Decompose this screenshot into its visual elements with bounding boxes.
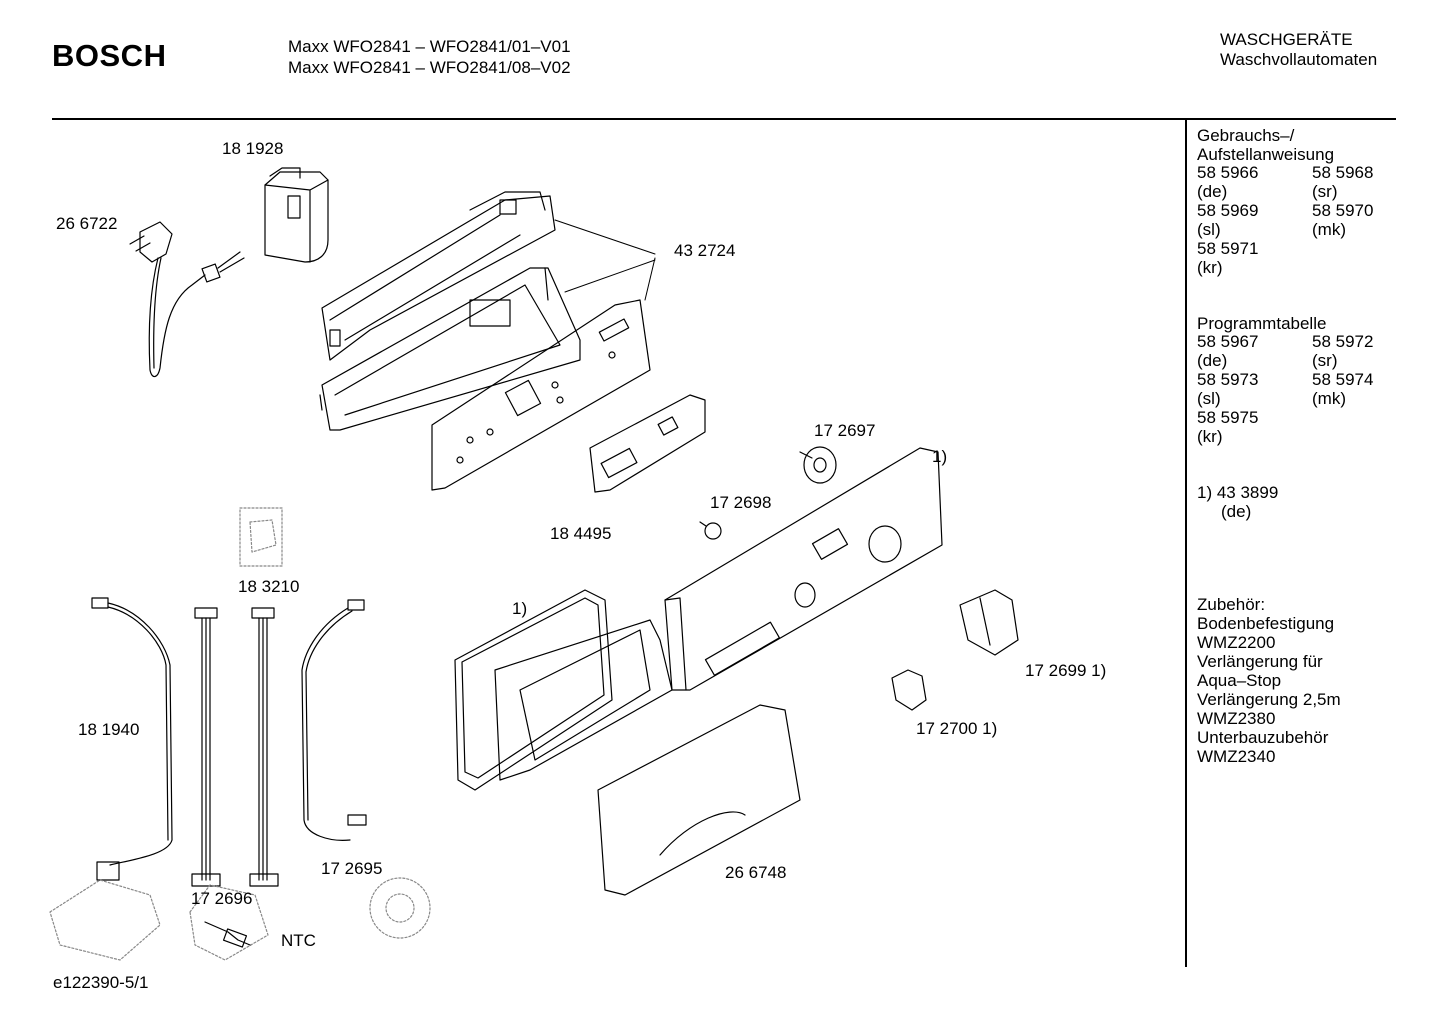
model-line-1: Maxx WFO2841 – WFO2841/01–V01 (288, 37, 571, 56)
bosch-logo: BOSCH (52, 38, 167, 73)
program-row-cell-5-0: (kr) (1197, 427, 1223, 446)
program-row-cell-0-0: 58 5967 (1197, 332, 1259, 351)
accessory-line-1: Bodenbefestigung (1197, 614, 1335, 633)
accessory-line-0: Zubehör: (1197, 595, 1266, 614)
program-heading: Programmtabelle (1197, 314, 1327, 333)
part-label-172697: 17 2697 (814, 421, 876, 440)
cable-harness-172696b (250, 608, 278, 886)
part-label-ntc: NTC (281, 931, 316, 950)
manual-row-cell-5-0: (kr) (1197, 258, 1223, 277)
cable-harness-181940 (92, 598, 172, 880)
model-line-2: Maxx WFO2841 – WFO2841/08–V02 (288, 58, 571, 77)
category-line-2: Waschvollautomaten (1220, 50, 1378, 69)
drawer-housing-drawing (455, 590, 672, 790)
accessory-line-4: Aqua–Stop (1197, 671, 1282, 690)
accessory-line-5: Verlängerung 2,5m (1197, 690, 1341, 709)
cable-harness-172696a (192, 608, 220, 886)
manual-row-cell-3-0: (sl) (1197, 220, 1221, 239)
manual-heading-1: Gebrauchs–/ (1197, 126, 1295, 145)
manual-row-cell-4-0: 58 5971 (1197, 239, 1259, 258)
ghost-parts (50, 878, 430, 960)
part-label-172696: 17 2696 (191, 889, 253, 908)
part-label-footnote-panel: 1) (932, 447, 948, 466)
module-frame-drawing (320, 268, 580, 430)
part-label-footnote-seal: 1) (512, 599, 528, 618)
manual-row-cell-3-1: (mk) (1312, 220, 1346, 239)
part-label-183210: 18 3210 (238, 577, 300, 596)
pushbutton-drawing (700, 522, 721, 539)
knob-large-drawing (960, 590, 1018, 655)
filter-drawing (265, 168, 328, 262)
manual-row-cell-2-0: 58 5969 (1197, 201, 1259, 220)
program-row-cell-3-1: (mk) (1312, 389, 1346, 408)
part-label-184495: 18 4495 (550, 524, 612, 543)
accessory-line-3: Verlängerung für (1197, 652, 1323, 671)
drawing-code: e122390-5/1 (53, 973, 149, 992)
display-module-drawing (590, 395, 705, 492)
program-row-cell-2-1: 58 5974 (1312, 370, 1374, 389)
circuit-board-drawing (432, 300, 650, 490)
manual-row-cell-0-0: 58 5966 (1197, 163, 1259, 182)
knob-axle-drawing (800, 447, 836, 483)
pressure-switch-drawing (240, 508, 282, 566)
power-cord-drawing (130, 222, 244, 377)
program-row-cell-3-0: (sl) (1197, 389, 1221, 408)
sidebar-divider (1185, 119, 1187, 967)
part-label-172700: 17 2700 1) (916, 719, 998, 738)
ntc-sensor-drawing (205, 922, 250, 947)
fascia-panel-drawing (665, 448, 942, 690)
program-row-cell-0-1: 58 5972 (1312, 332, 1374, 351)
manual-row-cell-2-1: 58 5970 (1312, 201, 1374, 220)
part-label-181940: 18 1940 (78, 720, 140, 739)
footnote-line-1: 1) 43 3899 (1197, 483, 1279, 502)
program-row-cell-2-0: 58 5973 (1197, 370, 1259, 389)
manual-row-cell-1-0: (de) (1197, 182, 1228, 201)
leader-lines (555, 220, 655, 300)
accessory-line-2: WMZ2200 (1197, 633, 1276, 652)
manual-row-cell-0-1: 58 5968 (1312, 163, 1374, 182)
accessory-line-6: WMZ2380 (1197, 709, 1276, 728)
part-label-266722: 26 6722 (56, 214, 118, 233)
part-label-172699: 17 2699 1) (1025, 661, 1107, 680)
part-label-432724: 43 2724 (674, 241, 736, 260)
header-divider (52, 118, 1396, 120)
part-label-172698: 17 2698 (710, 493, 772, 512)
program-row-cell-1-1: (sr) (1312, 351, 1338, 370)
drawer-front-drawing (598, 705, 800, 895)
knob-small-drawing (892, 670, 926, 710)
part-label-266748: 26 6748 (725, 863, 787, 882)
control-carrier-drawing (322, 192, 555, 360)
part-label-181928: 18 1928 (222, 139, 284, 158)
accessory-line-7: Unterbauzubehör (1197, 728, 1329, 747)
manual-row-cell-1-1: (sr) (1312, 182, 1338, 201)
footnote-line-2: (de) (1221, 502, 1252, 521)
program-row-cell-4-0: 58 5975 (1197, 408, 1259, 427)
manual-heading-2: Aufstellanweisung (1197, 145, 1335, 164)
accessory-line-8: WMZ2340 (1197, 747, 1276, 766)
program-row-cell-1-0: (de) (1197, 351, 1228, 370)
cable-harness-172695 (302, 600, 366, 840)
part-label-172695: 17 2695 (321, 859, 383, 878)
category-line-1: WASCHGERÄTE (1220, 30, 1353, 49)
